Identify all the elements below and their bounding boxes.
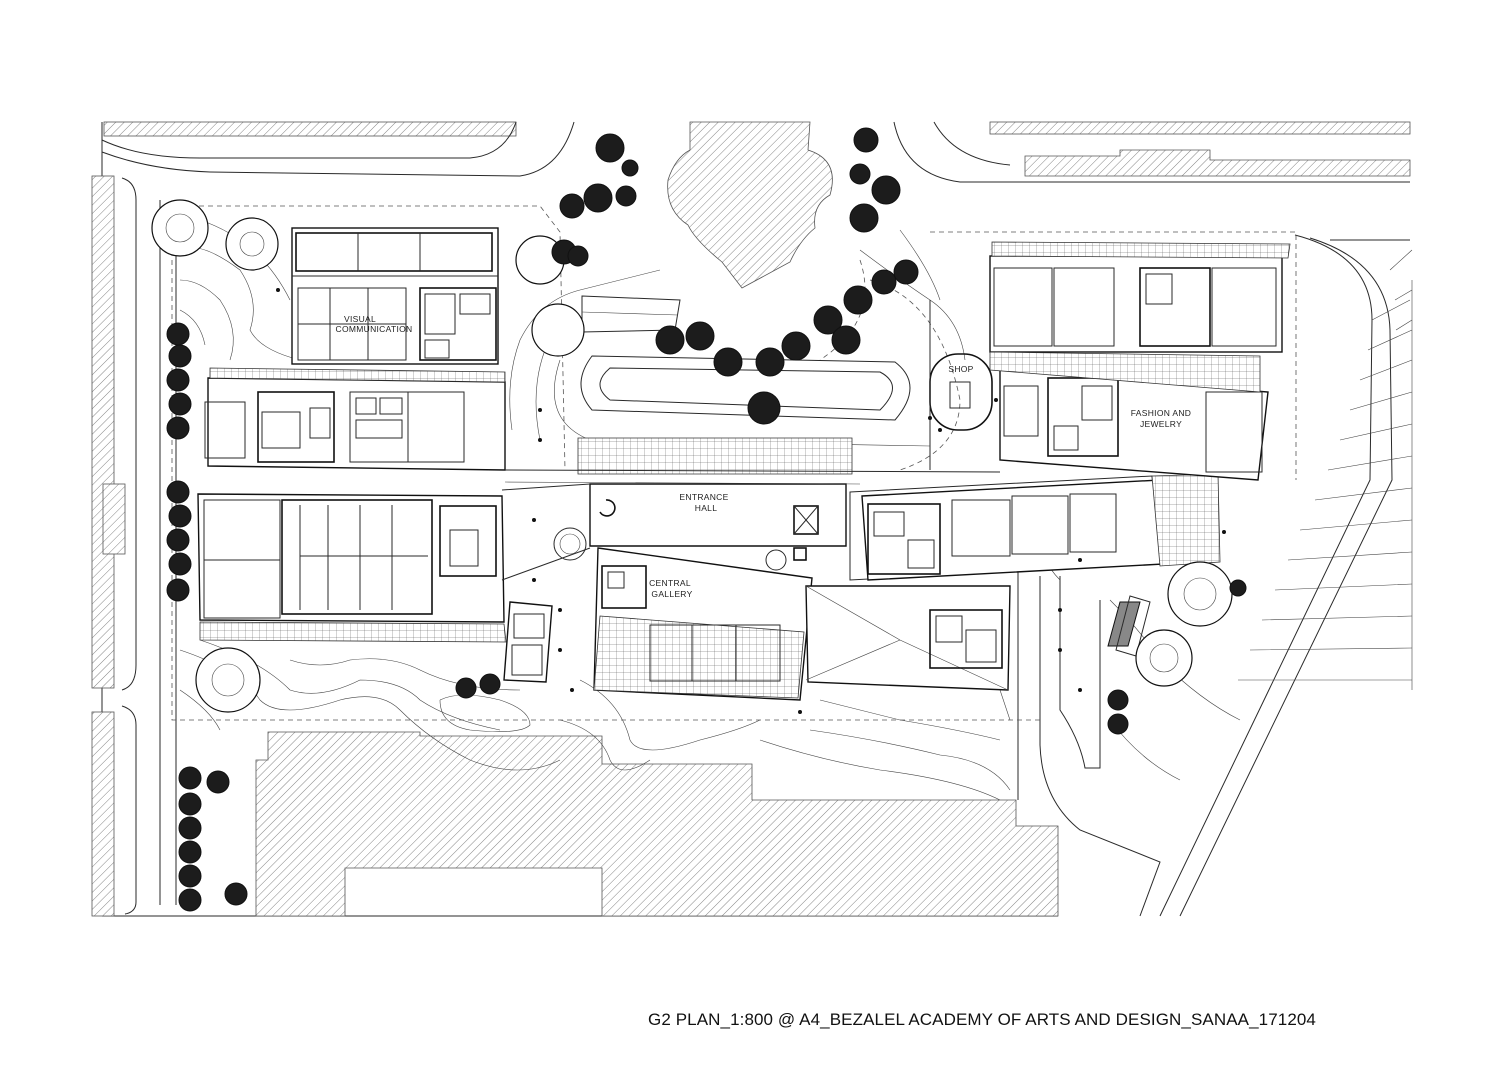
east-wing: [861, 473, 1221, 581]
west-wing: [204, 367, 506, 471]
trees-large: [151, 199, 1233, 713]
small-south-building: [503, 601, 553, 683]
label-fashion-line1: FASHION AND: [1131, 408, 1191, 418]
southwest-building: [197, 493, 507, 643]
central-gallery: [593, 547, 813, 701]
walkways: [504, 295, 1001, 485]
trees-west-column: [166, 322, 248, 912]
label-central-gallery-line1: CENTRAL: [649, 578, 691, 588]
trees-garden: [455, 127, 1247, 735]
east-gallery: [805, 475, 1161, 691]
label-visual-communication-line1: VISUAL: [344, 314, 376, 324]
room-labels: VISUAL COMMUNICATION SHOP FASHION AND JE…: [336, 314, 1191, 599]
label-shop: SHOP: [948, 364, 973, 374]
label-entrance-hall-line2: HALL: [695, 503, 717, 513]
fashion-building: [989, 241, 1291, 481]
label-visual-communication-line2: COMMUNICATION: [336, 324, 413, 334]
label-central-gallery-line2: GALLERY: [651, 589, 692, 599]
label-entrance-hall-line1: ENTRANCE: [679, 492, 728, 502]
visual-communication-building: [291, 227, 499, 365]
roads: [101, 121, 1413, 917]
entrance-hall: [501, 437, 853, 581]
neighbour-buildings: [91, 121, 1411, 917]
drawing-caption: G2 PLAN_1:800 @ A4_BEZALEL ACADEMY OF AR…: [648, 1010, 1316, 1029]
label-fashion-line2: JEWELRY: [1140, 419, 1182, 429]
column-markers: [276, 288, 1226, 714]
